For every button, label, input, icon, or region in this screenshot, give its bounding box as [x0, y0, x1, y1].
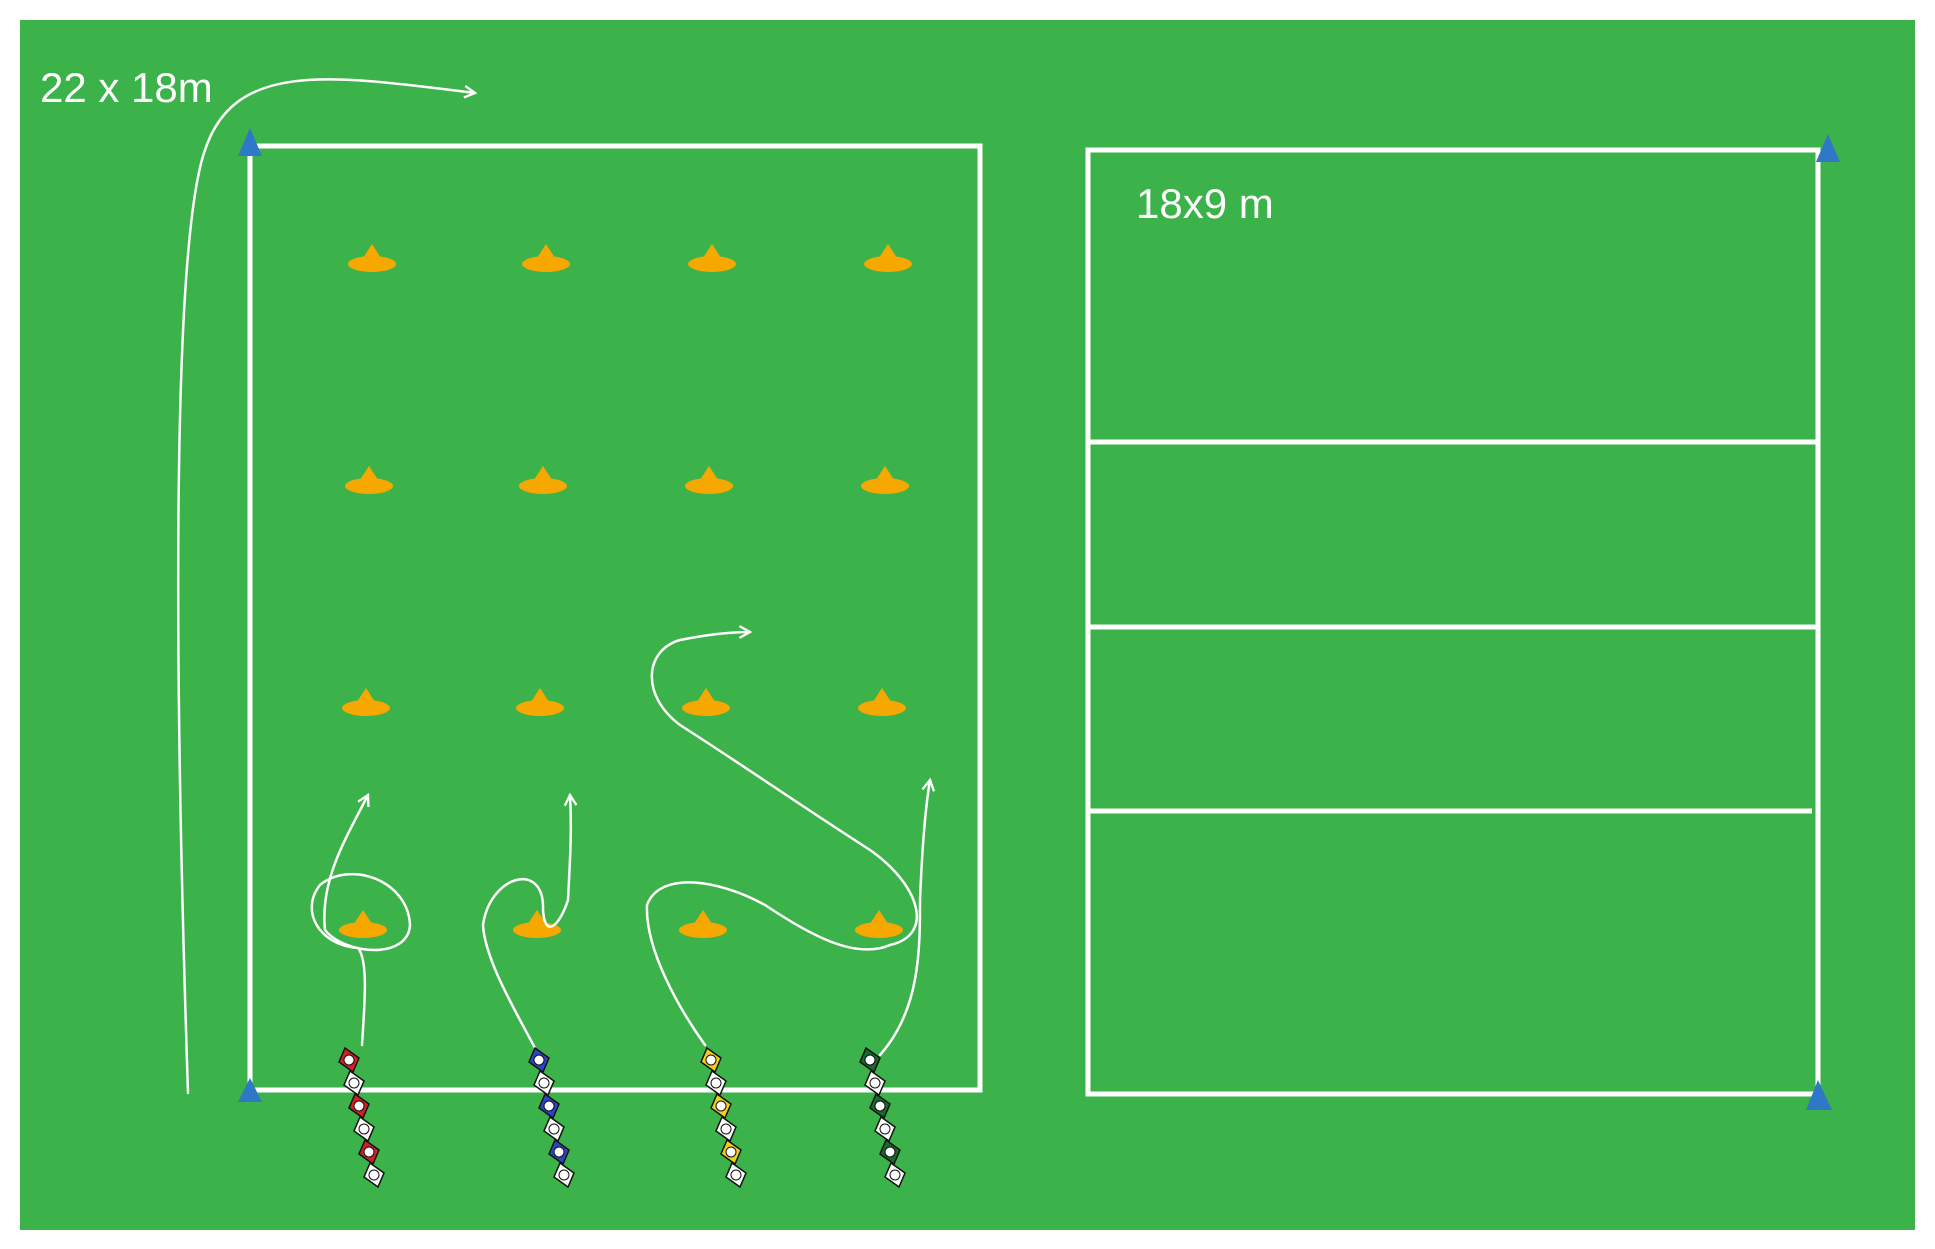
cone-icon	[348, 244, 396, 272]
corner-markers	[238, 128, 1840, 1110]
player-icon	[864, 1069, 886, 1097]
player-icon	[528, 1046, 550, 1074]
cone-icon	[679, 910, 727, 938]
player-icon	[725, 1161, 747, 1189]
cone-icon	[864, 244, 912, 272]
cone-grid	[339, 244, 912, 938]
player-line-yellow	[700, 1046, 747, 1189]
cone-icon	[339, 910, 387, 938]
player-icon	[705, 1069, 727, 1097]
corner-marker-icon	[1816, 134, 1840, 162]
player-line-dark-green	[859, 1046, 906, 1189]
cone-icon	[688, 244, 736, 272]
player-icon	[869, 1092, 891, 1120]
cone-icon	[855, 910, 903, 938]
player-icon	[338, 1046, 360, 1074]
left-area-boundary	[247, 143, 983, 1093]
cone-icon	[519, 466, 567, 494]
player-icon	[353, 1115, 375, 1143]
player-icon	[720, 1138, 742, 1166]
player-icon	[859, 1046, 881, 1074]
red-line-path	[310, 795, 412, 1047]
player-icon	[879, 1138, 901, 1166]
yellow-line-path	[645, 632, 918, 1047]
blue-line-path	[481, 795, 571, 1052]
green-line-path	[878, 780, 930, 1057]
player-line-red	[338, 1046, 385, 1189]
player-icon	[538, 1092, 560, 1120]
player-icon	[710, 1092, 732, 1120]
cone-icon	[516, 688, 564, 716]
cone-icon	[861, 466, 909, 494]
corner-marker-icon	[238, 1078, 262, 1102]
player-line-blue	[528, 1046, 575, 1189]
cone-icon	[345, 466, 393, 494]
cone-icon	[342, 688, 390, 716]
cone-icon	[522, 244, 570, 272]
player-icon	[348, 1092, 370, 1120]
right-area-dimension-label: 18x9 m	[1136, 180, 1274, 227]
player-icon	[533, 1069, 555, 1097]
corner-marker-icon	[238, 128, 262, 156]
player-icon	[363, 1161, 385, 1189]
player-icon	[874, 1115, 896, 1143]
player-icon	[548, 1138, 570, 1166]
left-area-dimension-label: 22 x 18m	[40, 64, 213, 111]
player-icon	[343, 1069, 365, 1097]
cone-icon	[685, 466, 733, 494]
player-icon	[715, 1115, 737, 1143]
cone-icon	[858, 688, 906, 716]
player-lines	[338, 1046, 906, 1189]
player-icon	[358, 1138, 380, 1166]
cone-icon	[682, 688, 730, 716]
outer-run-path	[176, 78, 475, 1095]
player-icon	[553, 1161, 575, 1189]
corner-marker-icon	[1806, 1080, 1832, 1110]
right-area-boundary	[1085, 147, 1821, 1097]
player-icon	[543, 1115, 565, 1143]
player-icon	[884, 1161, 906, 1189]
movement-paths	[176, 78, 930, 1095]
player-icon	[700, 1046, 722, 1074]
